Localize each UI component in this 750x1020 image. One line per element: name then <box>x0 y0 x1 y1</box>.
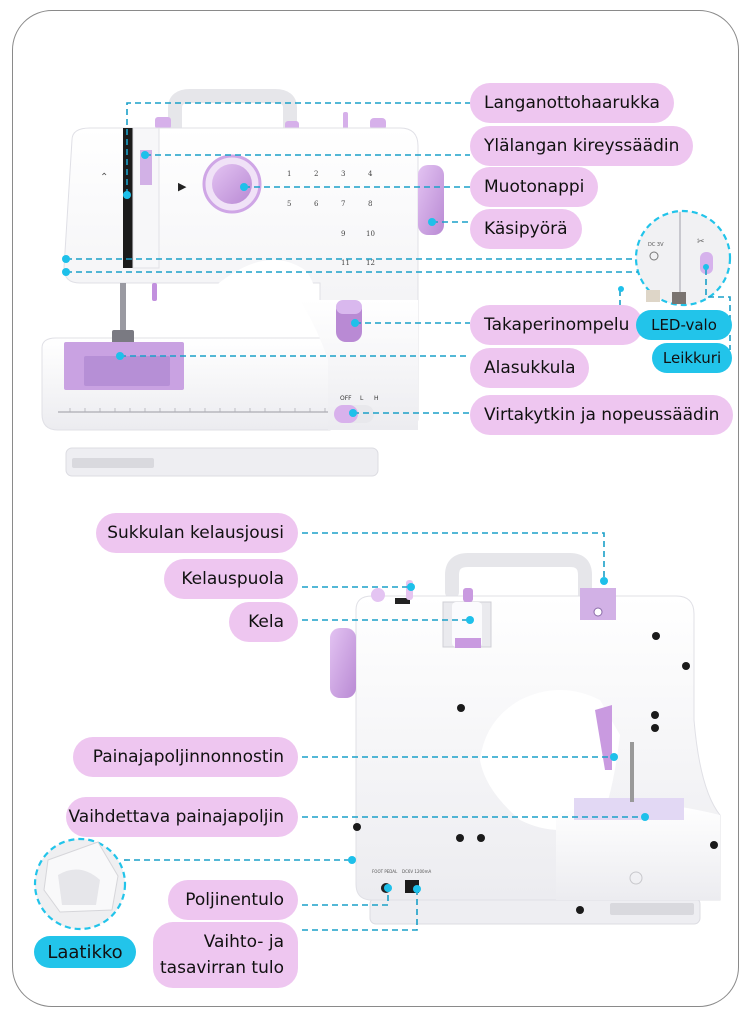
back-machine: FOOT PEDAL DC6V 1200mA <box>330 553 721 925</box>
stitch-number: 11 <box>341 259 350 267</box>
label-thread-take-up-lever: Langanottohaarukka <box>470 83 674 123</box>
label-ac-dc-input: Vaihto- ja tasavirran tulo <box>153 922 298 988</box>
label-ac-dc-input-line1: Vaihto- ja <box>203 932 284 952</box>
stitch-number: 5 <box>287 200 291 208</box>
svg-text:DC 3V: DC 3V <box>648 242 664 248</box>
svg-text:▶: ▶ <box>178 180 187 193</box>
label-interchangeable-presser-foot: Vaihdettava painajapoljin <box>66 797 298 837</box>
label-handwheel: Käsipyörä <box>470 209 582 249</box>
stitch-number: 1 <box>287 170 291 178</box>
label-upper-thread-tension: Ylälangan kireyssäädin <box>470 126 694 166</box>
label-lower-bobbin: Alasukkula <box>470 348 590 388</box>
label-presser-foot-lifter: Painajapoljinnonnostin <box>73 737 298 777</box>
switch-position-label: L <box>360 395 364 402</box>
back-anchor-dots <box>348 577 649 893</box>
stitch-number: 7 <box>341 200 345 208</box>
badge-led-light: LED-valo <box>636 310 732 340</box>
front-leader-lines <box>66 102 731 414</box>
stitch-number: 4 <box>368 170 373 178</box>
stitch-number: 2 <box>314 170 318 178</box>
stitch-number: 6 <box>314 200 319 208</box>
switch-position-label: H <box>374 395 379 402</box>
front-anchor-dots <box>62 151 709 417</box>
led-cutter-inset: DC 3V ✂ <box>634 209 732 307</box>
front-machine: ⌃ ▶ <box>41 89 444 477</box>
stitch-number: 9 <box>341 230 345 238</box>
switch-position-label: OFF <box>340 395 352 402</box>
badge-drawer: Laatikko <box>34 936 136 968</box>
label-ac-dc-input-line2: tasavirran tulo <box>160 958 284 978</box>
svg-text:✂: ✂ <box>697 237 705 247</box>
svg-text:⌃: ⌃ <box>100 172 108 183</box>
label-reverse-stitch: Takaperinompelu <box>470 305 644 345</box>
badge-cutter: Leikkuri <box>652 343 732 373</box>
back-leader-lines <box>124 532 645 931</box>
label-pedal-input: Poljinentulo <box>168 880 298 920</box>
stitch-number: 12 <box>366 259 375 267</box>
stitch-number: 3 <box>341 170 345 178</box>
page-frame <box>12 10 739 1007</box>
stitch-number: 8 <box>368 200 372 208</box>
drawer-inset <box>33 837 127 931</box>
label-power-speed-switch: Virtakytkin ja nopeussäädin <box>470 395 734 435</box>
svg-text:FOOT PEDAL: FOOT PEDAL <box>372 869 398 874</box>
label-pattern-knob: Muotonappi <box>470 167 599 207</box>
stitch-number: 10 <box>366 230 375 238</box>
svg-text:DC6V 1200mA: DC6V 1200mA <box>402 869 432 874</box>
label-bobbin-winder-spindle: Kelauspuola <box>164 559 298 599</box>
label-spool: Kela <box>229 602 298 642</box>
label-bobbin-winder-spring: Sukkulan kelausjousi <box>96 513 298 553</box>
